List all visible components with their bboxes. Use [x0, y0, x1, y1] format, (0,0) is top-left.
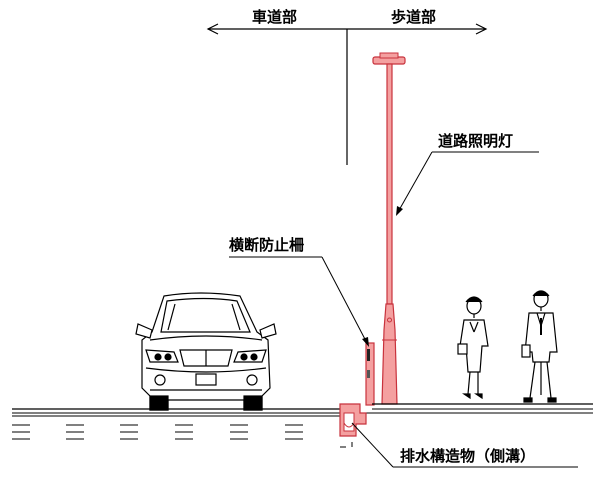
guard-fence-label: 横断防止柵 — [229, 236, 304, 254]
sidewalk-surface — [360, 403, 593, 414]
pedestrian-man — [521, 290, 558, 403]
street-light-label: 道路照明灯 — [438, 132, 513, 150]
street-light-callout — [396, 151, 539, 216]
carriageway-surface — [12, 408, 344, 417]
drainage-callout — [351, 422, 578, 468]
pedestrian-woman — [457, 296, 489, 400]
car-illustration — [135, 292, 277, 411]
drainage-structure — [339, 403, 367, 437]
street-light-pole — [372, 52, 406, 405]
guard-fence — [365, 342, 375, 406]
sidewalk-label: 歩道部 — [391, 8, 436, 26]
direction-arrows — [206, 23, 488, 165]
carriageway-label: 車道部 — [252, 8, 297, 26]
guard-fence-callout — [229, 256, 369, 347]
subgrade-hatching — [12, 424, 353, 448]
drainage-label: 排水構造物（側溝） — [400, 447, 535, 465]
